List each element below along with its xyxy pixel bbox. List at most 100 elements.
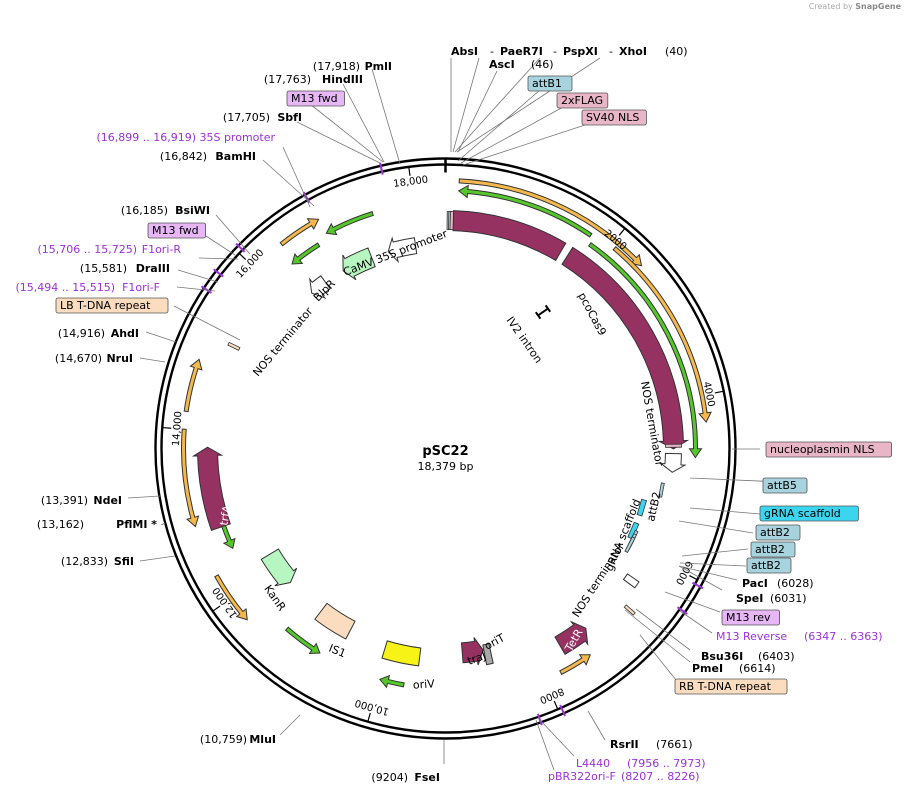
orange-track-arrow[interactable] — [181, 428, 200, 528]
enzyme-pflmi[interactable]: PflMI * — [116, 518, 157, 531]
boxed-label-m13-fwd[interactable]: M13 fwd — [152, 224, 199, 237]
feature-pcocas9-part1[interactable] — [452, 210, 567, 262]
green-track-arrow[interactable] — [379, 674, 405, 689]
boxed-label-bg — [286, 90, 345, 107]
enzyme-pmli[interactable]: PmlI — [365, 60, 392, 73]
boxed-label-attb2[interactable]: attB2 — [751, 559, 781, 572]
tick-mark — [212, 605, 221, 612]
enzyme-mlui[interactable]: MluI — [249, 733, 276, 746]
feature-pcocas9[interactable] — [561, 246, 690, 450]
orange-track-arrow[interactable] — [559, 654, 591, 676]
enzyme-ahdi[interactable]: AhdI — [111, 327, 139, 340]
tick-label: 4000 — [701, 381, 717, 408]
enzyme-spei-pos: (6031) — [770, 592, 807, 605]
primer-pbr322ori-f-label[interactable]: pBR322ori-F — [548, 770, 616, 783]
feature-attb2-c[interactable] — [624, 536, 636, 553]
primer-f1ori-f[interactable] — [200, 285, 213, 294]
enzyme-ndei[interactable]: NdeI — [93, 494, 122, 507]
boxed-label-sv40-nls[interactable]: SV40 NLS — [586, 111, 639, 124]
orange-track-arrow[interactable] — [612, 246, 712, 424]
feature-blpr[interactable] — [342, 247, 376, 281]
boxed-label-attb5[interactable]: attB5 — [767, 479, 797, 492]
enzyme-bamhi[interactable]: BamHI — [215, 150, 256, 163]
enzyme-sbfi[interactable]: SbfI — [277, 111, 302, 124]
enzyme-rsrii[interactable]: RsrII — [610, 738, 639, 751]
feature-nos-terminator-3[interactable] — [309, 275, 331, 300]
green-track-arrow[interactable] — [587, 242, 703, 459]
enzyme-bsu36i[interactable]: Bsu36I — [701, 650, 743, 663]
boxed-label-attb2[interactable]: attB2 — [755, 543, 785, 556]
enzyme-fsei[interactable]: FseI — [414, 771, 440, 784]
primer-l4440[interactable] — [559, 704, 566, 717]
enzyme-hindiii[interactable]: HindIII — [322, 73, 363, 86]
enzyme-draiii[interactable]: DraIII — [136, 262, 170, 275]
enzyme-absi[interactable]: AbsI — [451, 45, 478, 58]
feature-grna-scaffold-1[interactable] — [636, 498, 647, 517]
green-track-arrow[interactable] — [284, 626, 321, 655]
boxed-label-rb-t-dna-repeat[interactable]: RB T-DNA repeat — [679, 680, 772, 693]
enzyme-xhoi[interactable]: XhoI — [619, 45, 647, 58]
tick-mark — [162, 426, 172, 429]
boxed-label-2xflag[interactable]: 2xFLAG — [561, 94, 603, 107]
primer-f1ori-f-label[interactable]: F1ori-F — [122, 281, 160, 294]
boxed-label-nucleoplasmin-nls[interactable]: nucleoplasmin NLS — [770, 443, 875, 456]
primer-l4440-label[interactable]: L4440 — [576, 757, 610, 770]
feature-nos-terminator-2[interactable] — [622, 573, 640, 589]
enzyme-pmei[interactable]: PmeI — [692, 662, 723, 675]
feature-nos-terminator-1[interactable] — [659, 452, 687, 473]
label-nos-terminator-2: NOS terminator — [570, 540, 628, 619]
enzyme-paer7i[interactable]: PaeR7I — [500, 45, 543, 58]
label-dash-3: - — [609, 45, 613, 58]
boxed-label-attb2[interactable]: attB2 — [760, 526, 790, 539]
primer-35s-label[interactable]: 35S promoter — [199, 131, 275, 144]
primer-f1ori-r[interactable] — [213, 268, 224, 278]
enzyme-paci[interactable]: PacI — [742, 577, 768, 590]
primer-m13-rev[interactable] — [676, 606, 688, 615]
feature-tetr[interactable] — [554, 620, 589, 655]
feature-oriv[interactable] — [381, 640, 422, 667]
orange-track-arrow[interactable] — [279, 218, 320, 247]
feature-trfa[interactable] — [191, 446, 231, 532]
primer-m13-fwd-2[interactable] — [235, 242, 246, 253]
enzyme-sfii[interactable]: SfiI — [114, 555, 134, 568]
feature-nucleoplasmin-nls[interactable] — [665, 443, 682, 448]
enzyme-fsei-pos: (9204) — [371, 771, 408, 784]
label-oriv: oriV — [412, 677, 435, 692]
feature-kanr[interactable] — [260, 548, 298, 587]
green-track-arrow[interactable] — [291, 242, 321, 265]
tick-mark — [689, 575, 698, 581]
enzyme-pspxi[interactable]: PspXI — [563, 45, 598, 58]
tick-mark — [367, 712, 371, 722]
orange-track-arrow[interactable] — [214, 574, 248, 621]
primer-f1ori-r-label[interactable]: F1ori-R — [142, 243, 182, 256]
feature-camv-35s[interactable] — [387, 236, 418, 264]
feature-rb-tdna-repeat[interactable] — [623, 604, 636, 616]
snapgene-credit: Created by SnapGene — [809, 2, 901, 11]
boxed-label-attb1[interactable]: attB1 — [532, 77, 562, 90]
feature-lb-tdna-repeat[interactable] — [227, 341, 241, 351]
enzyme-bsiwi[interactable]: BsiWI — [175, 204, 210, 217]
primer-pbr322ori-f[interactable] — [536, 713, 543, 726]
boxed-label-m13-fwd[interactable]: M13 fwd — [291, 92, 338, 105]
feature-sv40-nls[interactable] — [449, 211, 454, 231]
primer-m13-reverse-label[interactable]: M13 Reverse — [716, 630, 787, 643]
green-track-arrow[interactable] — [325, 210, 374, 236]
label-iv2-intron: IV2 intron — [504, 314, 545, 365]
feature-attb5[interactable] — [658, 482, 665, 498]
orange-track-arrow[interactable] — [458, 178, 643, 267]
feature-traj[interactable] — [460, 637, 484, 666]
enzyme-asci[interactable]: AscI — [489, 58, 515, 71]
orange-track-arrow[interactable] — [183, 358, 203, 413]
boxed-label-m13-rev[interactable]: M13 rev — [726, 611, 771, 624]
boxed-label-lb-t-dna-repeat[interactable]: LB T-DNA repeat — [60, 299, 151, 312]
enzyme-nrui[interactable]: NruI — [106, 352, 133, 365]
boxed-label-grna-scaffold[interactable]: gRNA scaffold — [764, 507, 841, 520]
feature-is1[interactable] — [314, 602, 356, 640]
feature-orit[interactable] — [482, 643, 494, 666]
enzyme-spei[interactable]: SpeI — [736, 592, 763, 605]
primer-m13-fwd-1[interactable] — [379, 162, 384, 175]
primer-m13-reverse[interactable] — [691, 581, 704, 590]
green-track-arrow[interactable] — [457, 184, 593, 238]
